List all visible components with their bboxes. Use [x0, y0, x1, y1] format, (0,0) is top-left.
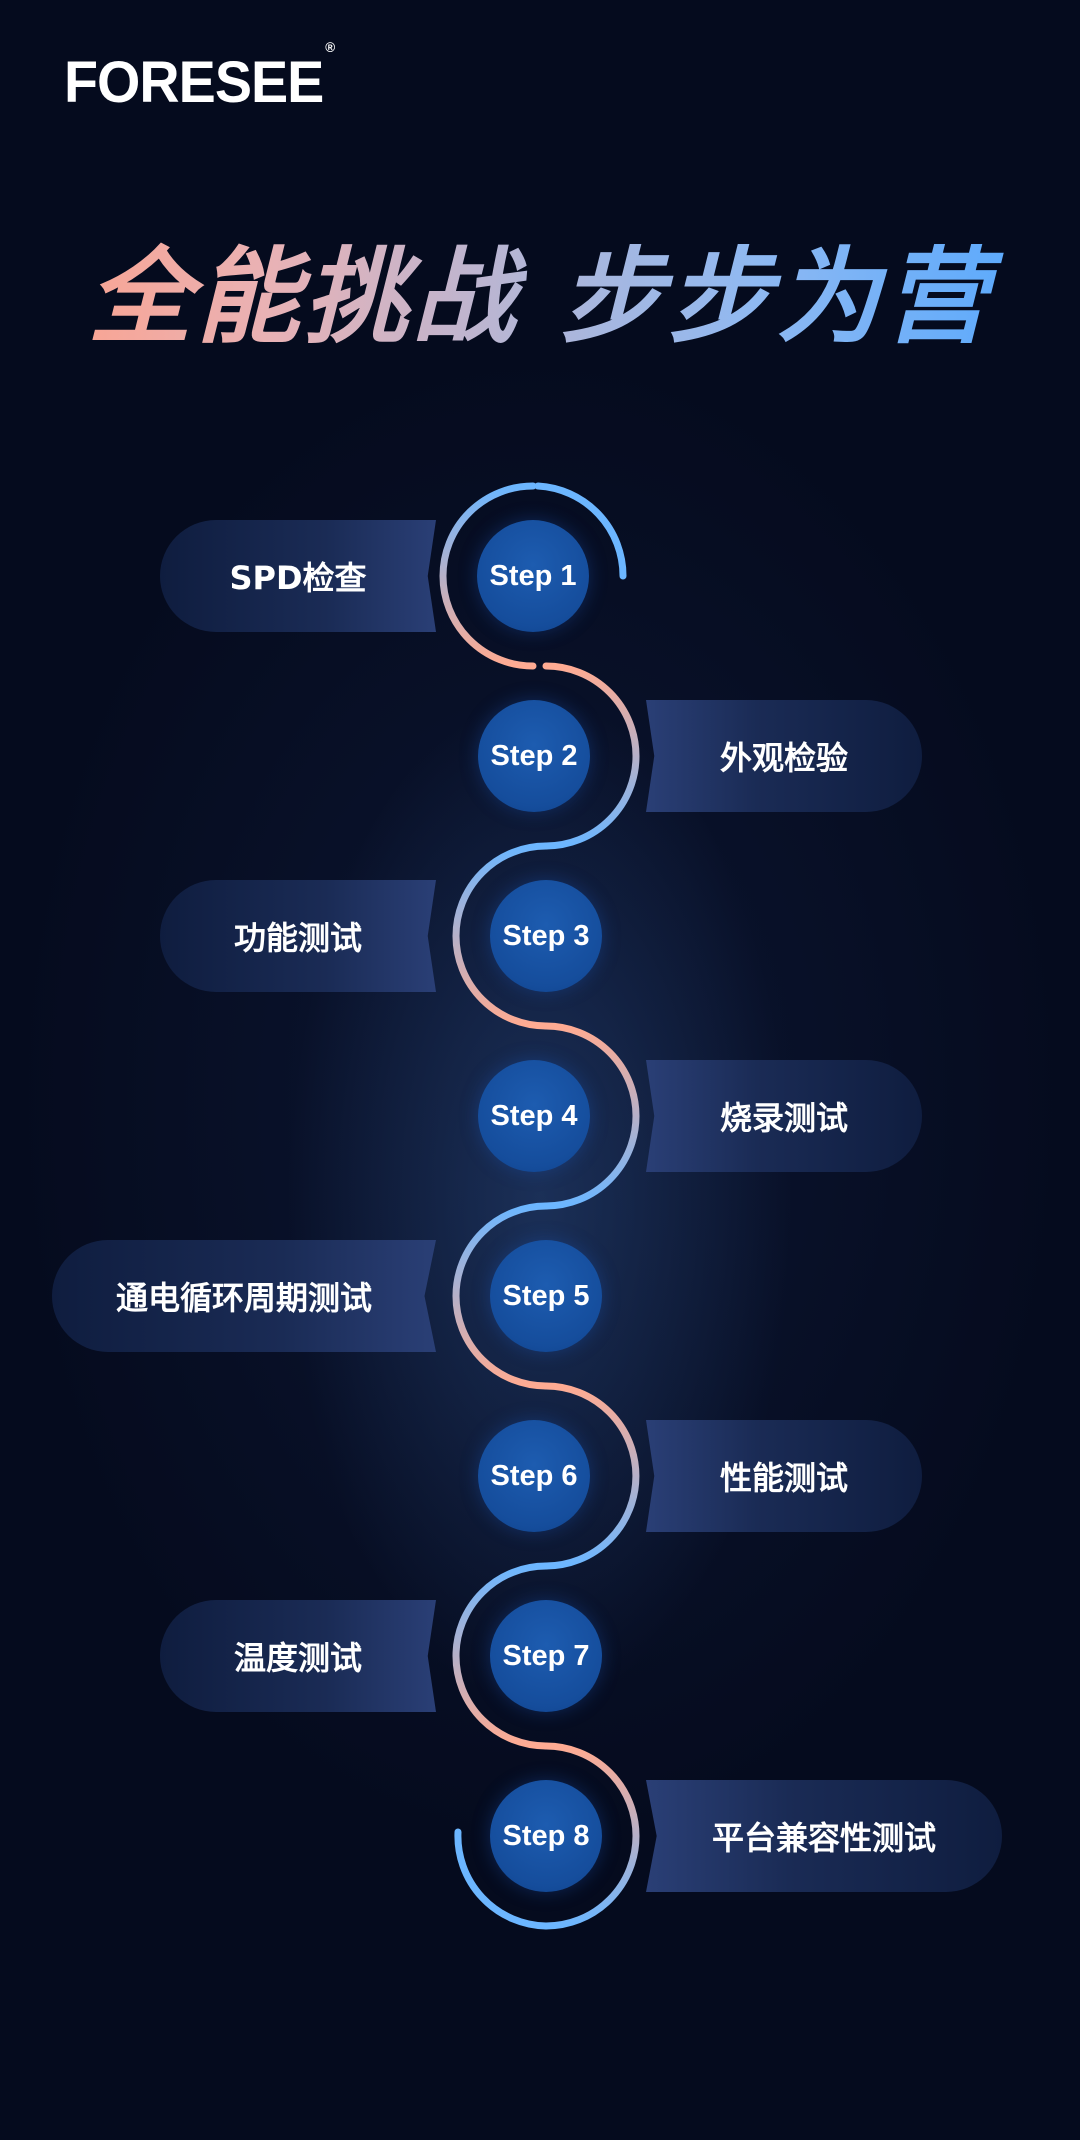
step-circle-7: Step 7: [490, 1600, 602, 1712]
step-title-1: SPD检查: [160, 520, 436, 632]
path-arc-4: [542, 1022, 640, 1210]
path-arc-3: [452, 842, 550, 1030]
step-circle-4: Step 4: [478, 1060, 590, 1172]
path-arc-2: [542, 662, 640, 850]
path-arc-top: [534, 482, 627, 580]
path-arc-8: [542, 1742, 640, 1930]
step-title-8: 平台兼容性测试: [646, 1780, 1002, 1892]
step-title-7: 温度测试: [160, 1600, 436, 1712]
step-title-6: 性能测试: [646, 1420, 922, 1532]
headline: 全能挑战 步步为营: [0, 240, 1080, 355]
path-arc-7: [452, 1562, 550, 1750]
path-arc-1: [439, 482, 537, 670]
step-circle-2: Step 2: [478, 700, 590, 812]
step-title-3: 功能测试: [160, 880, 436, 992]
brand-logo-text: FORESEE: [64, 50, 324, 115]
step-circle-5: Step 5: [490, 1240, 602, 1352]
step-circle-1: Step 1: [477, 520, 589, 632]
step-title-4: 烧录测试: [646, 1060, 922, 1172]
path-arc-5: [452, 1202, 550, 1390]
brand-logo: FORESEE®: [64, 40, 335, 112]
step-circle-3: Step 3: [490, 880, 602, 992]
path-arc-end: [454, 1828, 550, 1930]
step-circle-8: Step 8: [490, 1780, 602, 1892]
step-circle-6: Step 6: [478, 1420, 590, 1532]
step-title-2: 外观检验: [646, 700, 922, 812]
step-title-5: 通电循环周期测试: [52, 1240, 436, 1352]
path-arc-6: [542, 1382, 640, 1570]
registered-mark: ®: [325, 38, 335, 55]
